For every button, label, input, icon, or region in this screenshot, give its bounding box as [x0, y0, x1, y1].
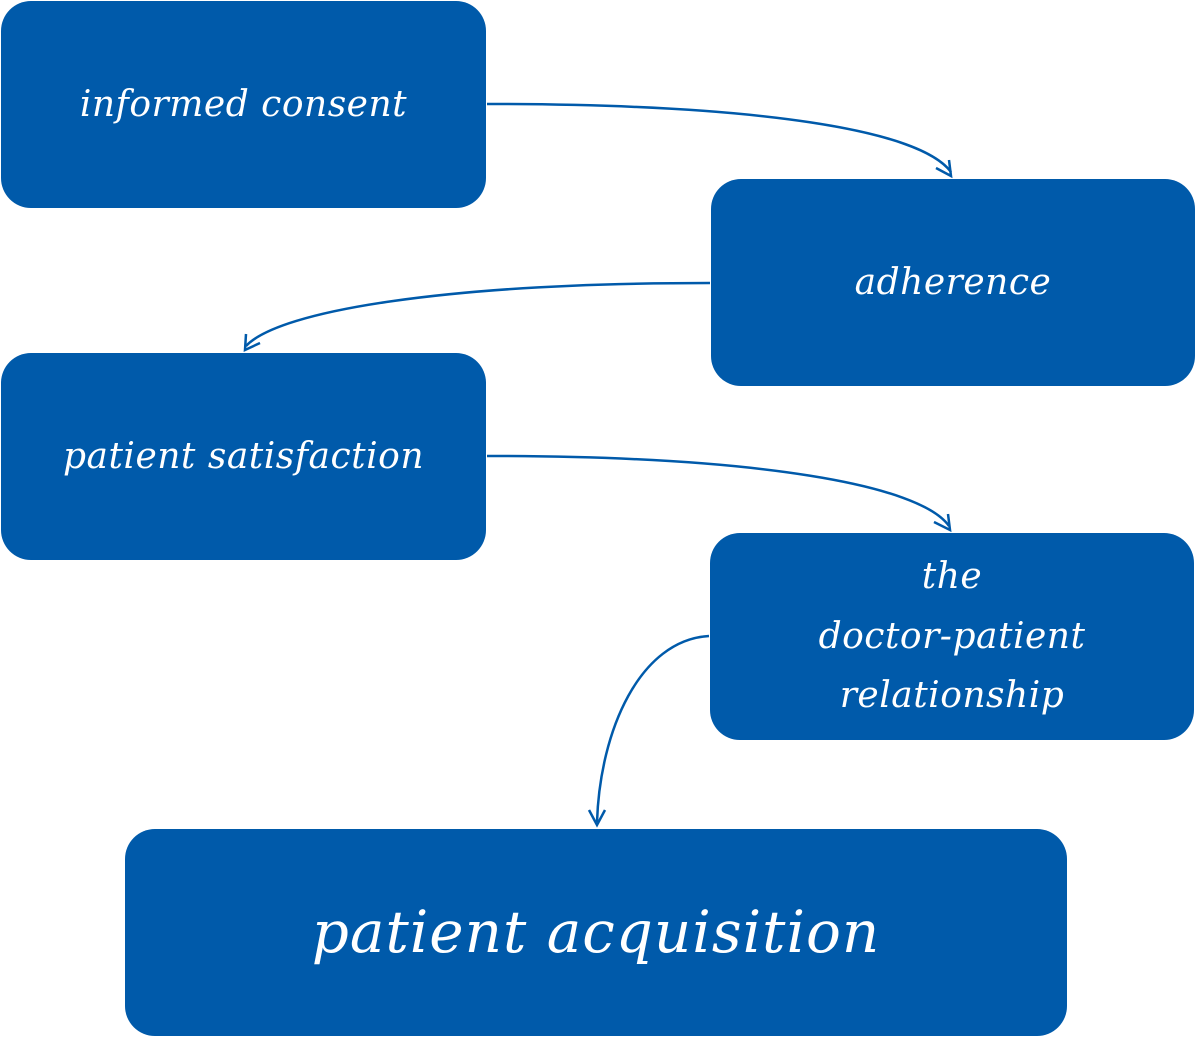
- arrowhead-adherence: [935, 159, 953, 179]
- node-informed-consent: informed consent: [1, 1, 486, 208]
- node-label: the doctor-patient relationship: [818, 556, 1086, 717]
- arrowhead-relationship: [933, 513, 952, 533]
- edge-adherence-to-satisfaction: [245, 281, 711, 347]
- node-label: informed consent: [79, 83, 408, 125]
- node-doctor-patient-relationship: the doctor-patient relationship: [710, 533, 1194, 740]
- arrowhead-acquisition: [587, 809, 607, 828]
- edge-satisfaction-to-relationship: [486, 454, 951, 527]
- node-patient-satisfaction: patient satisfaction: [1, 353, 486, 560]
- edge-relationship-to-acquisition: [595, 634, 710, 823]
- arrowhead-satisfaction: [243, 333, 261, 353]
- node-label: patient satisfaction: [62, 435, 425, 477]
- node-adherence: adherence: [711, 179, 1195, 386]
- node-label: adherence: [854, 261, 1052, 303]
- node-patient-acquisition: patient acquisition: [125, 829, 1067, 1036]
- node-label: patient acquisition: [311, 898, 881, 967]
- edge-informed-to-adherence: [486, 102, 953, 173]
